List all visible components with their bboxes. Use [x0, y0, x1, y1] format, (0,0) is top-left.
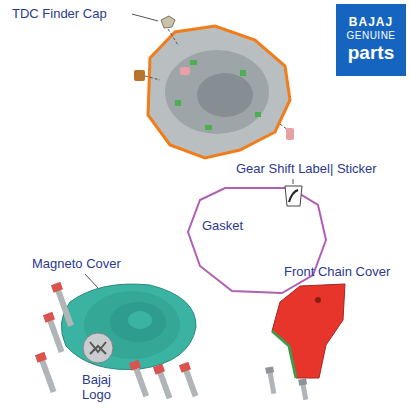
part-label: Gasket [202, 218, 243, 233]
part-label: Gear Shift Label| Sticker [236, 161, 377, 176]
front-chain-cover [265, 284, 345, 400]
part-label: Bajaj Logo [82, 372, 126, 402]
gear-shift-sticker [285, 179, 302, 206]
badge-text: BAJAJ [349, 16, 393, 30]
bolts [35, 282, 200, 400]
crankcase-cover [148, 26, 290, 158]
part-label: TDC Finder Cap [12, 6, 107, 21]
plugs [134, 67, 294, 140]
badge-text: parts [348, 42, 394, 64]
badge-text: GENUINE [346, 30, 395, 42]
part-label: Front Chain Cover [284, 264, 390, 279]
logo-emblem [83, 333, 113, 363]
part-label: Magneto Cover [32, 256, 121, 271]
tdc-cap [132, 14, 178, 45]
magneto-cover [61, 274, 196, 370]
brand-badge: BAJAJGENUINEparts [336, 4, 406, 76]
